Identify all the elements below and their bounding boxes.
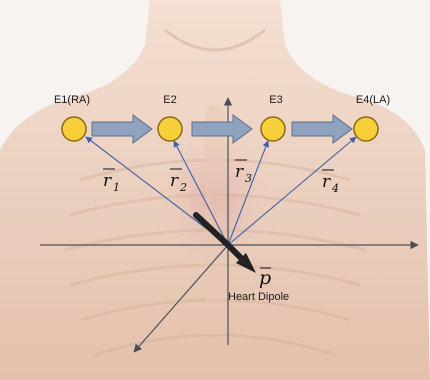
- vector-label-r3-subscript: 3: [245, 172, 252, 185]
- vector-label-r4-subscript: 4: [331, 182, 339, 195]
- electrode-label-e4: E4(LA): [356, 94, 390, 106]
- vector-label-r4-letter: r: [322, 172, 331, 192]
- electrode-e4: [354, 117, 378, 141]
- electrode-e3: [261, 117, 285, 141]
- electrode-e2: [158, 117, 182, 141]
- vector-label-r1-letter: r: [103, 171, 112, 191]
- electrode-e1: [62, 117, 86, 141]
- electrode-label-e3: E3: [269, 94, 282, 106]
- electrode-label-e1: E1(RA): [54, 94, 90, 106]
- dipole-symbol: p: [259, 267, 271, 289]
- vector-label-r3-letter: r: [235, 162, 244, 182]
- vector-label-r1-subscript: 1: [113, 181, 120, 194]
- vector-label-r2-letter: r: [170, 171, 179, 191]
- vector-label-r2-subscript: 2: [179, 181, 187, 194]
- electrode-label-e2: E2: [163, 94, 176, 106]
- dipole-caption: Heart Dipole: [228, 291, 289, 303]
